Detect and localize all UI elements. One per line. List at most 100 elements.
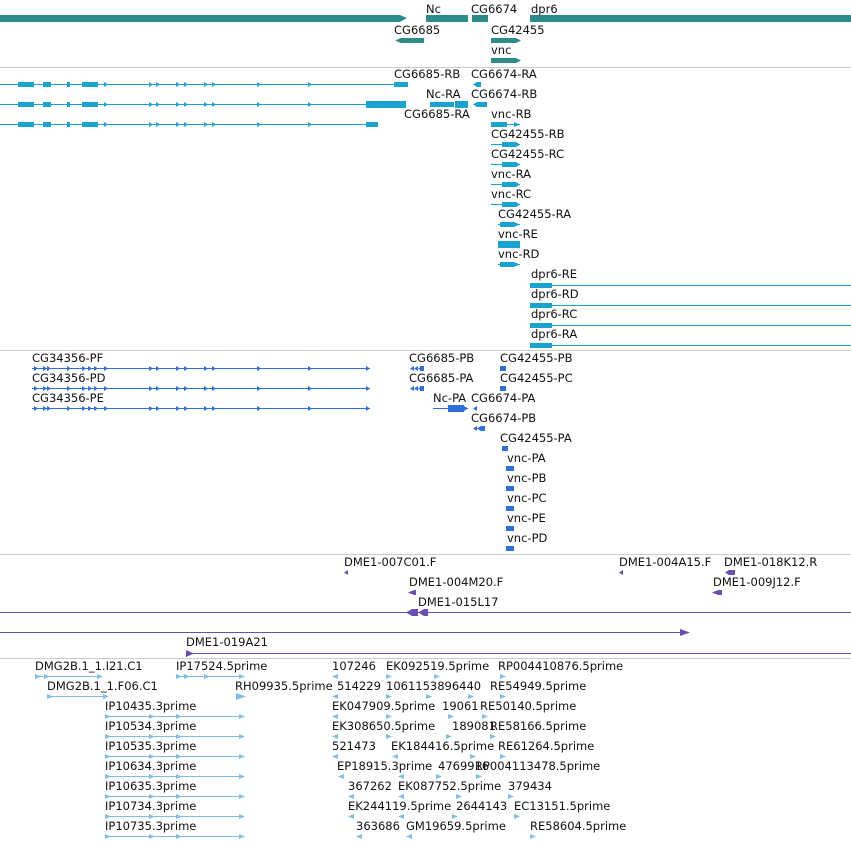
transcript-feature[interactable]: [455, 101, 468, 108]
est-feature[interactable]: [398, 774, 404, 779]
protein-feature[interactable]: [433, 405, 468, 412]
est-feature[interactable]: [332, 674, 338, 679]
protein-feature[interactable]: [500, 366, 506, 371]
clone-feature[interactable]: [0, 629, 690, 636]
transcript-feature[interactable]: [491, 162, 520, 167]
est-feature[interactable]: [105, 814, 245, 819]
est-feature[interactable]: [105, 794, 245, 799]
est-feature[interactable]: [386, 734, 392, 739]
est-feature[interactable]: [446, 734, 452, 739]
est-feature[interactable]: [105, 754, 245, 759]
gene-label: CG42455: [491, 23, 545, 37]
est-feature[interactable]: [105, 734, 245, 739]
clone-feature[interactable]: [712, 590, 722, 595]
est-feature[interactable]: [468, 694, 474, 699]
protein-feature[interactable]: [506, 526, 514, 531]
protein-feature[interactable]: [506, 466, 514, 471]
est-feature[interactable]: [490, 734, 496, 739]
protein-feature[interactable]: [502, 446, 508, 451]
est-feature[interactable]: [470, 754, 476, 759]
protein-feature[interactable]: [506, 546, 514, 551]
transcript-feature[interactable]: [0, 82, 408, 87]
est-feature[interactable]: [35, 674, 103, 679]
protein-feature[interactable]: [410, 386, 424, 391]
est-feature[interactable]: [332, 714, 338, 719]
clone-feature[interactable]: [0, 609, 851, 616]
protein-feature[interactable]: [473, 406, 477, 411]
est-feature[interactable]: [476, 774, 482, 779]
clone-feature[interactable]: [186, 650, 851, 657]
transcript-feature[interactable]: [473, 82, 481, 87]
transcript-feature[interactable]: [430, 102, 454, 107]
transcript-feature[interactable]: [491, 182, 520, 187]
protein-feature[interactable]: [32, 386, 370, 391]
est-feature[interactable]: [398, 814, 404, 819]
est-feature[interactable]: [500, 674, 506, 679]
gene-feature-nc[interactable]: [426, 15, 468, 22]
transcript-feature[interactable]: [491, 142, 520, 147]
transcript-feature[interactable]: [530, 323, 851, 328]
transcript-feature[interactable]: [0, 101, 406, 108]
clone-feature[interactable]: [344, 570, 348, 575]
est-feature[interactable]: [434, 674, 440, 679]
clone-feature[interactable]: [725, 570, 735, 575]
gene-feature-cg42455[interactable]: [491, 38, 521, 43]
est-feature[interactable]: [392, 754, 398, 759]
est-feature[interactable]: [338, 774, 344, 779]
transcript-feature[interactable]: [498, 241, 520, 248]
est-feature[interactable]: [530, 834, 536, 839]
est-feature[interactable]: [176, 674, 245, 679]
transcript-feature[interactable]: [0, 122, 378, 127]
protein-label: CG42455-PC: [500, 371, 573, 385]
clone-feature[interactable]: [619, 570, 623, 575]
est-feature[interactable]: [386, 694, 392, 699]
est-feature[interactable]: [514, 814, 520, 819]
gene-feature-cg6685[interactable]: [395, 38, 424, 43]
est-feature[interactable]: [348, 794, 354, 799]
transcript-feature[interactable]: [491, 122, 520, 127]
clone-feature[interactable]: [408, 590, 416, 595]
protein-feature[interactable]: [500, 386, 506, 391]
est-feature[interactable]: [482, 714, 488, 719]
est-feature[interactable]: [508, 794, 514, 799]
protein-feature[interactable]: [473, 426, 485, 431]
est-feature[interactable]: [448, 714, 454, 719]
est-feature[interactable]: [426, 694, 432, 699]
transcript-label: CG42455-RC: [491, 147, 564, 161]
est-feature[interactable]: [500, 694, 506, 699]
protein-feature[interactable]: [506, 486, 514, 491]
est-feature[interactable]: [236, 693, 246, 700]
transcript-feature[interactable]: [473, 102, 487, 107]
transcript-feature[interactable]: [530, 343, 851, 348]
transcript-feature[interactable]: [498, 262, 520, 267]
est-feature[interactable]: [105, 714, 245, 719]
est-feature[interactable]: [456, 794, 462, 799]
est-feature[interactable]: [332, 694, 338, 699]
est-feature[interactable]: [356, 834, 362, 839]
est-feature[interactable]: [500, 754, 506, 759]
transcript-feature[interactable]: [498, 222, 520, 227]
transcript-feature[interactable]: [530, 303, 851, 308]
est-feature[interactable]: [386, 674, 392, 679]
protein-feature[interactable]: [32, 366, 370, 371]
est-feature[interactable]: [332, 734, 338, 739]
est-feature[interactable]: [452, 814, 458, 819]
est-feature[interactable]: [398, 794, 404, 799]
est-feature[interactable]: [332, 754, 338, 759]
est-feature[interactable]: [105, 834, 245, 839]
est-feature[interactable]: [406, 834, 412, 839]
gene-feature-vnc[interactable]: [491, 58, 521, 63]
protein-feature[interactable]: [506, 506, 514, 511]
est-feature[interactable]: [105, 774, 245, 779]
est-feature[interactable]: [348, 814, 354, 819]
transcript-feature[interactable]: [530, 283, 851, 288]
est-feature[interactable]: [47, 694, 109, 699]
est-feature[interactable]: [436, 774, 442, 779]
gene-feature-dpr6[interactable]: [530, 15, 851, 22]
est-feature[interactable]: [386, 714, 392, 719]
protein-feature[interactable]: [410, 366, 424, 371]
gene-feature-cg6674[interactable]: [472, 15, 488, 22]
protein-feature[interactable]: [32, 406, 370, 411]
gene-feature-left-span[interactable]: [0, 15, 407, 22]
transcript-feature[interactable]: [491, 202, 520, 207]
